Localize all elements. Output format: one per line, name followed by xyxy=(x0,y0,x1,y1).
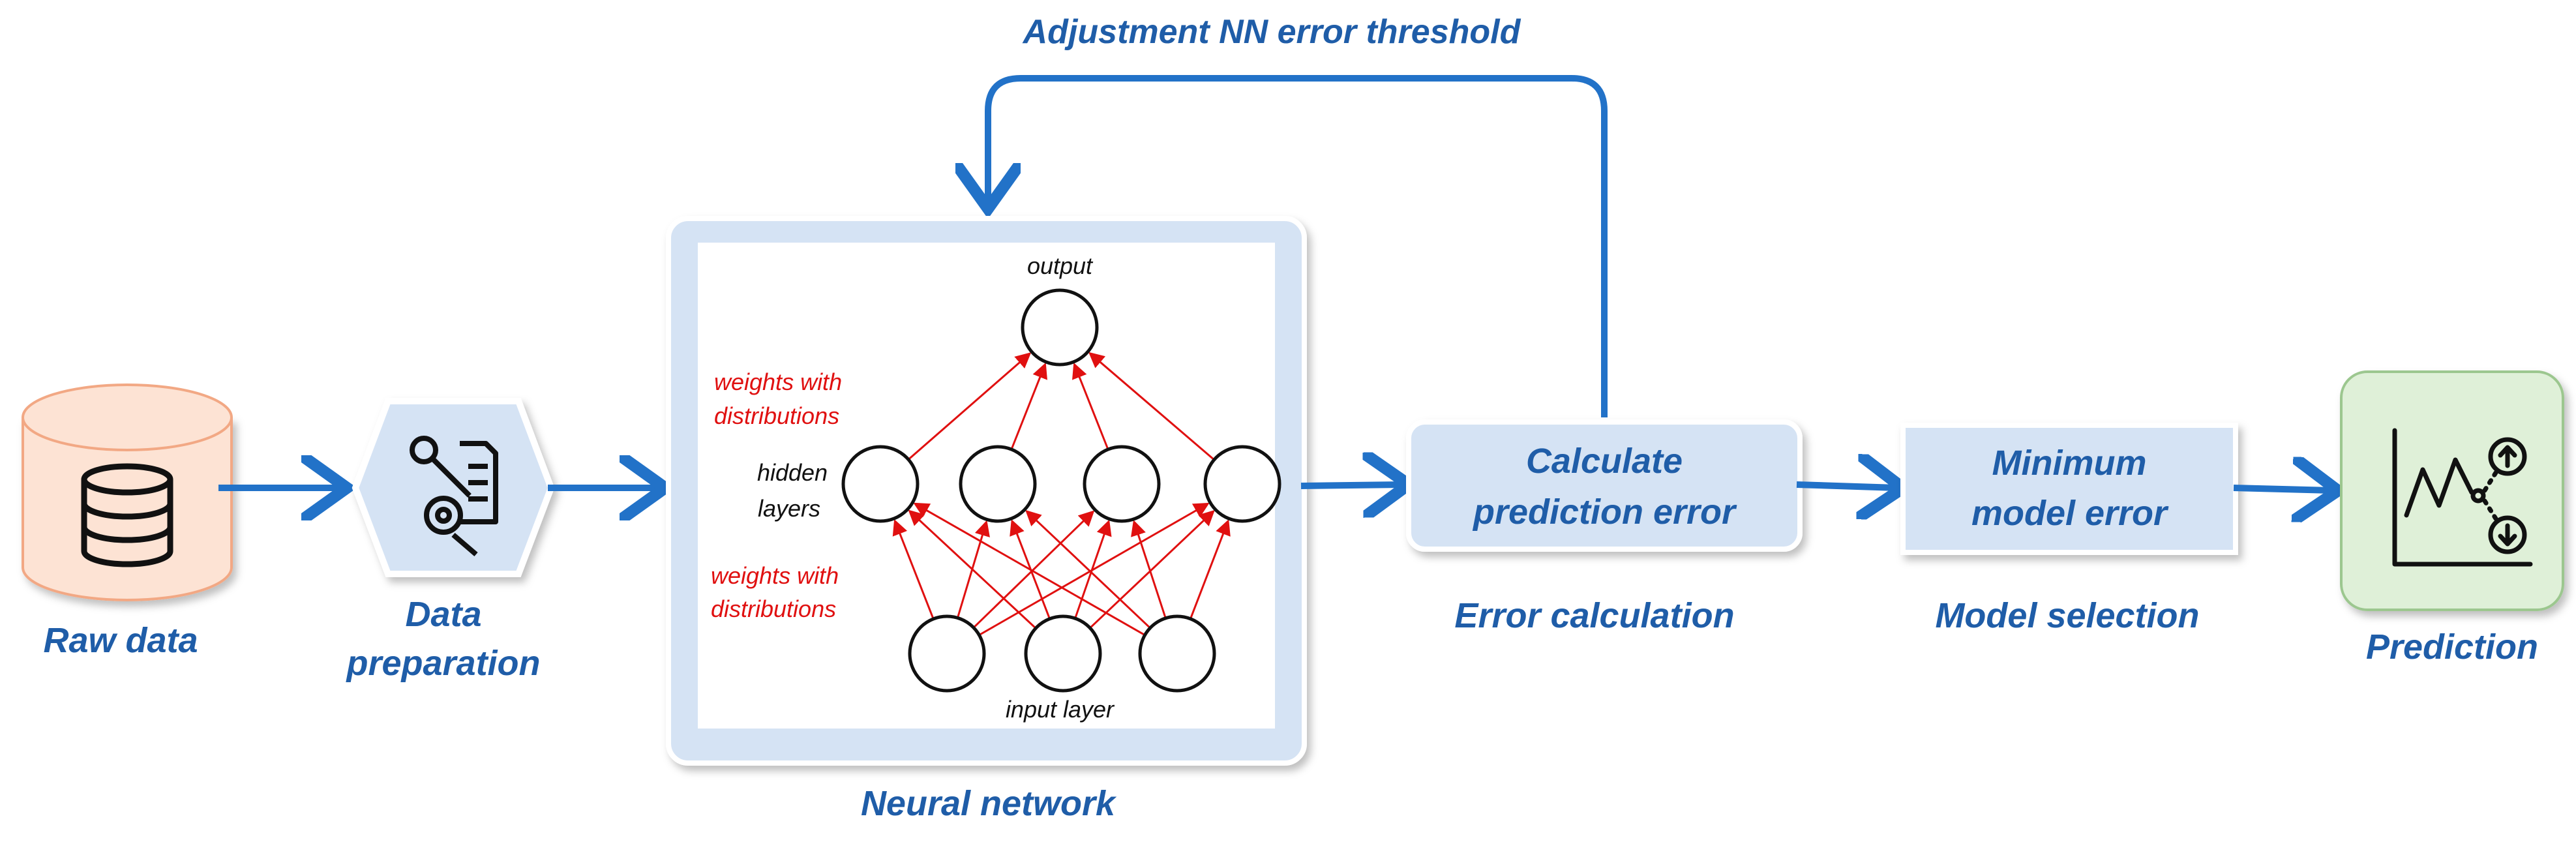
nn-edge-input-1-to-hidden-4 xyxy=(978,502,1210,636)
arrow-nn-to-error xyxy=(1300,485,1402,486)
nn-edge-input-1-to-hidden-1 xyxy=(892,519,935,620)
error-calc-box-line1: Calculate xyxy=(1526,442,1683,481)
error-calc-label: Error calculation xyxy=(1454,596,1734,635)
nn-input-label: input layer xyxy=(1006,696,1115,723)
nn-edge-input-2-to-hidden-3 xyxy=(1074,519,1112,619)
error-calc-node: Calculate prediction error Error calcula… xyxy=(1406,419,1803,635)
nn-edge-hidden-1-to-output xyxy=(907,352,1032,460)
nn-hidden-label-line2: layers xyxy=(758,495,820,522)
nn-edge-input-3-to-hidden-2 xyxy=(1025,509,1151,629)
neural-network-label: Neural network xyxy=(861,784,1117,823)
raw-data-node: Raw data xyxy=(22,383,233,660)
prediction-label: Prediction xyxy=(2366,627,2538,667)
database-icon xyxy=(81,463,173,567)
nn-hidden-node-3 xyxy=(1083,445,1161,523)
nn-hidden-node-4 xyxy=(1203,445,1281,523)
model-selection-label: Model selection xyxy=(1935,596,2199,635)
nn-edge-hidden-3-to-output xyxy=(1072,362,1109,450)
nn-weights-bottom-line1: weights with xyxy=(711,562,839,589)
nn-edge-hidden-4-to-output xyxy=(1088,352,1215,461)
settings-document-icon xyxy=(410,436,498,557)
chart-up-down-icon xyxy=(2392,428,2533,567)
feedback-label: Adjustment NN error threshold xyxy=(1022,13,1521,51)
nn-output-node xyxy=(1021,288,1099,367)
raw-data-label: Raw data xyxy=(43,621,198,660)
nn-input-node-2 xyxy=(1024,614,1102,693)
nn-hidden-label-line1: hidden xyxy=(757,459,828,486)
nn-edge-input-3-to-hidden-1 xyxy=(913,502,1146,637)
arrow-error-to-model xyxy=(1796,485,1896,488)
prediction-node: Prediction xyxy=(2340,370,2564,667)
nn-edge-input-3-to-hidden-3 xyxy=(1131,520,1167,619)
data-prep-label-line2: preparation xyxy=(345,644,540,683)
nn-hidden-node-1 xyxy=(841,445,920,523)
nn-edge-hidden-2-to-output xyxy=(1010,362,1047,450)
data-prep-label-line1: Data xyxy=(405,595,481,634)
nn-edge-input-2-to-hidden-4 xyxy=(1089,509,1215,629)
nn-weights-top-line1: weights with xyxy=(714,368,842,395)
nn-output-label: output xyxy=(1027,252,1094,279)
error-calc-box-line2: prediction error xyxy=(1472,492,1737,532)
nn-edge-input-3-to-hidden-4 xyxy=(1190,519,1231,620)
nn-nodes xyxy=(841,288,1281,693)
nn-edge-input-1-to-hidden-3 xyxy=(972,510,1095,629)
nn-edge-input-2-to-hidden-1 xyxy=(908,509,1037,629)
model-selection-node: Minimum model error Model selection xyxy=(1900,423,2238,635)
feedback-arrow xyxy=(988,75,1608,417)
neural-network-node: output hidden layers input layer weights… xyxy=(666,216,1307,823)
model-selection-box-line2: model error xyxy=(1971,494,2169,533)
data-prep-node: Data preparation xyxy=(345,398,555,683)
model-selection-box-line1: Minimum xyxy=(1992,444,2147,483)
nn-weights-bottom-line2: distributions xyxy=(711,595,836,622)
nn-weights-top-line2: distributions xyxy=(714,402,839,429)
nn-input-node-1 xyxy=(908,614,986,693)
nn-input-node-3 xyxy=(1138,614,1216,693)
nn-edges xyxy=(892,352,1231,637)
arrow-model-to-prediction xyxy=(2233,488,2331,490)
nn-hidden-node-2 xyxy=(959,445,1037,523)
